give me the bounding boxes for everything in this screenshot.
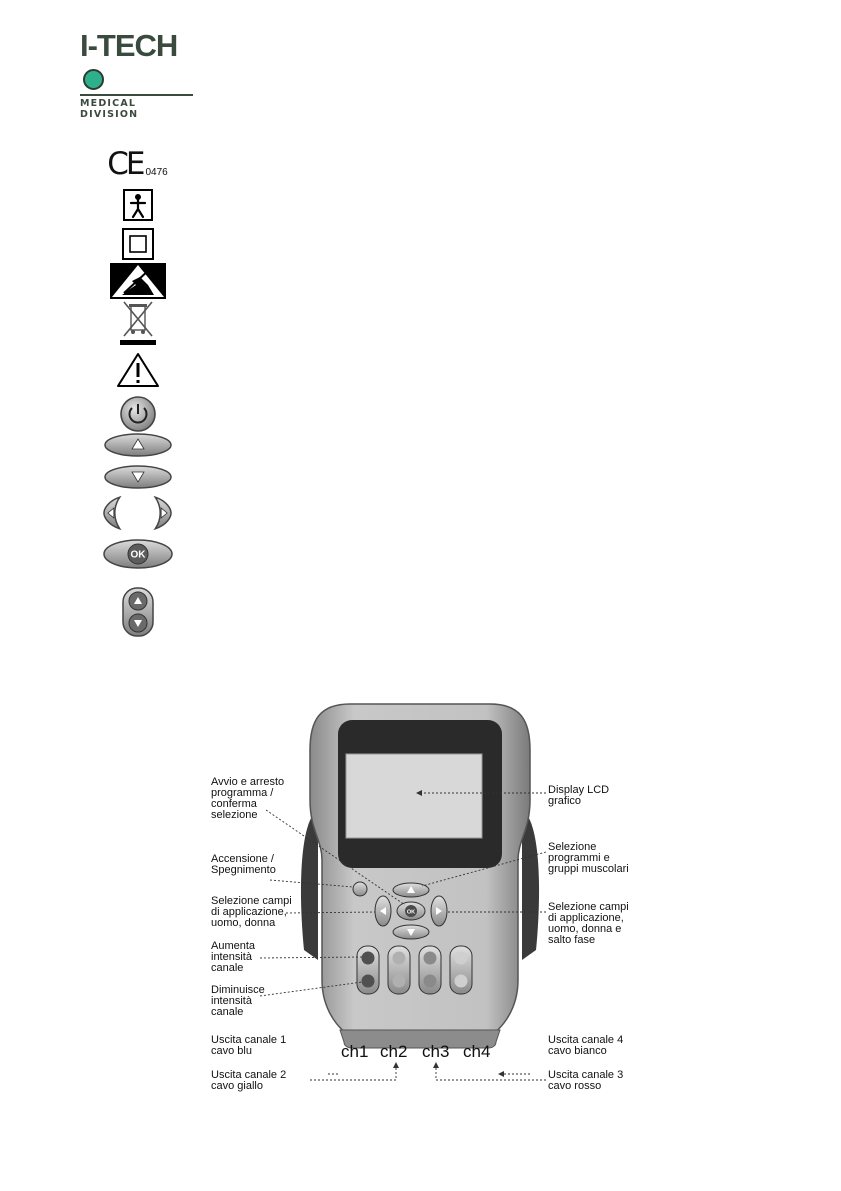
up-arrow-button-icon <box>100 430 175 460</box>
esd-warning-icon <box>100 263 175 299</box>
leader-lines <box>259 792 547 1081</box>
right-grip <box>522 810 540 960</box>
applied-part-bf-icon <box>100 188 175 222</box>
label-avvio: Avvio e arresto programma / conferma sel… <box>211 776 285 821</box>
channel-label-3: ch3 <box>422 1042 450 1061</box>
label-uscita3: Uscita canale 3 cavo rosso <box>548 1069 624 1092</box>
channel-label-1: ch1 <box>341 1042 369 1061</box>
power-button-icon <box>100 395 175 433</box>
label-aumenta: Aumenta intensità canale <box>211 940 256 974</box>
logo-wordmark: I-TECH <box>80 28 178 63</box>
lcd-display <box>345 753 483 839</box>
device-diagram: OK <box>259 703 547 1081</box>
channel-label-4: ch4 <box>463 1042 491 1061</box>
label-uscita1: Uscita canale 1 cavo blu <box>211 1034 287 1057</box>
label-display: Display LCD grafico <box>548 784 610 807</box>
label-selezione-right: Selezione campi di applicazione, uomo, d… <box>548 901 629 946</box>
left-grip <box>300 810 318 960</box>
logo-dot-icon <box>83 69 104 91</box>
company-logo: I-TECH MEDICAL DIVISION <box>80 28 200 120</box>
warning-triangle-icon <box>100 352 175 388</box>
double-insulation-icon <box>100 227 175 261</box>
down-arrow-button-icon <box>100 462 175 492</box>
logo-subtitle: MEDICAL DIVISION <box>80 94 193 120</box>
channel-intensity-rocker-icon <box>100 586 175 638</box>
label-diminuisce: Diminuisce intensità canale <box>211 984 265 1018</box>
left-right-arrow-buttons-icon <box>100 494 175 532</box>
channel-rockers <box>356 945 473 995</box>
device-base <box>339 1029 501 1049</box>
svg-text:OK: OK <box>407 910 415 916</box>
label-selezione-left: Selezione campi di applicazione, uomo, d… <box>211 895 292 929</box>
svg-text:OK: OK <box>130 550 146 561</box>
channel-label-2: ch2 <box>380 1042 408 1061</box>
label-accensione: Accensione / Spegnimento <box>211 853 276 876</box>
leader-arrowheads <box>393 790 504 1077</box>
power-button <box>352 881 368 897</box>
label-uscita2: Uscita canale 2 cavo giallo <box>211 1069 287 1092</box>
label-uscita4: Uscita canale 4 cavo bianco <box>548 1034 624 1057</box>
weee-bin-icon <box>100 300 175 346</box>
ce-number: 0476 <box>145 167 168 178</box>
ok-button-icon: OK <box>100 538 175 570</box>
label-selezione-programmi: Selezione programmi e gruppi muscolari <box>548 841 629 875</box>
